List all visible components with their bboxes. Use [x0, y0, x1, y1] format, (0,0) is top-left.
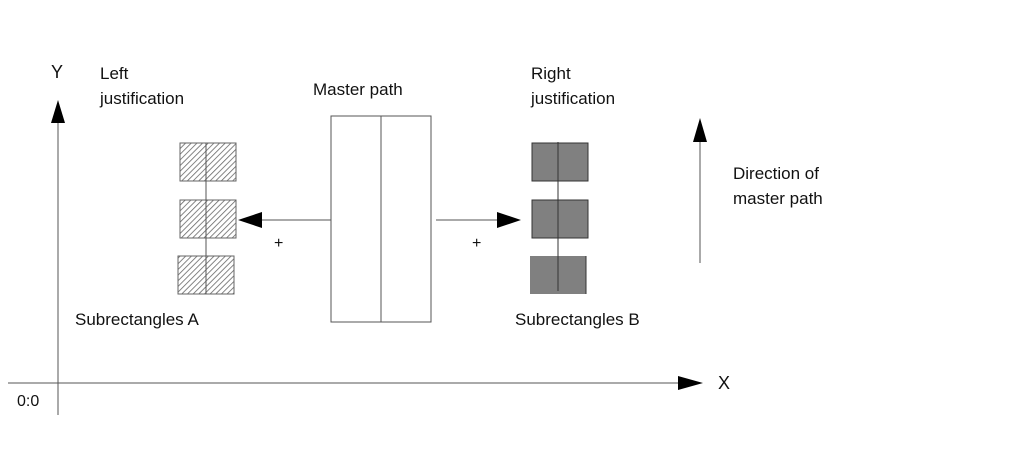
left-offset-arrow [238, 212, 331, 228]
origin-label: 0:0 [17, 393, 40, 410]
y-axis [51, 100, 65, 415]
left-arrowhead-icon [238, 212, 262, 228]
subrectangles-b-label: Subrectangles B [515, 310, 640, 329]
subrectangles-a [177, 142, 237, 295]
direction-arrowhead-icon [693, 118, 707, 142]
right-justification-label: Right justification [531, 64, 616, 108]
x-axis-arrowhead-icon [678, 376, 703, 390]
subrect-a-2 [179, 199, 237, 239]
subrectangles-a-label: Subrectangles A [75, 310, 199, 329]
x-axis-label: X [718, 373, 731, 393]
plus-sign-left: + [274, 235, 284, 252]
subrectangles-b [530, 142, 589, 294]
master-path-label: Master path [313, 80, 403, 99]
right-arrowhead-icon [497, 212, 521, 228]
left-justification-label: Left justification [100, 64, 185, 108]
direction-arrow [693, 118, 707, 263]
plus-sign-right: + [472, 235, 482, 252]
subrect-b-1 [531, 142, 589, 182]
y-axis-arrowhead-icon [51, 100, 65, 123]
subrect-a-1 [179, 142, 237, 182]
y-axis-label: Y [51, 62, 64, 82]
subrect-b-2 [531, 199, 589, 239]
master-path-rect [330, 115, 432, 323]
x-axis [8, 376, 703, 390]
right-offset-arrow [436, 212, 521, 228]
direction-label: Direction of master path [733, 164, 823, 208]
